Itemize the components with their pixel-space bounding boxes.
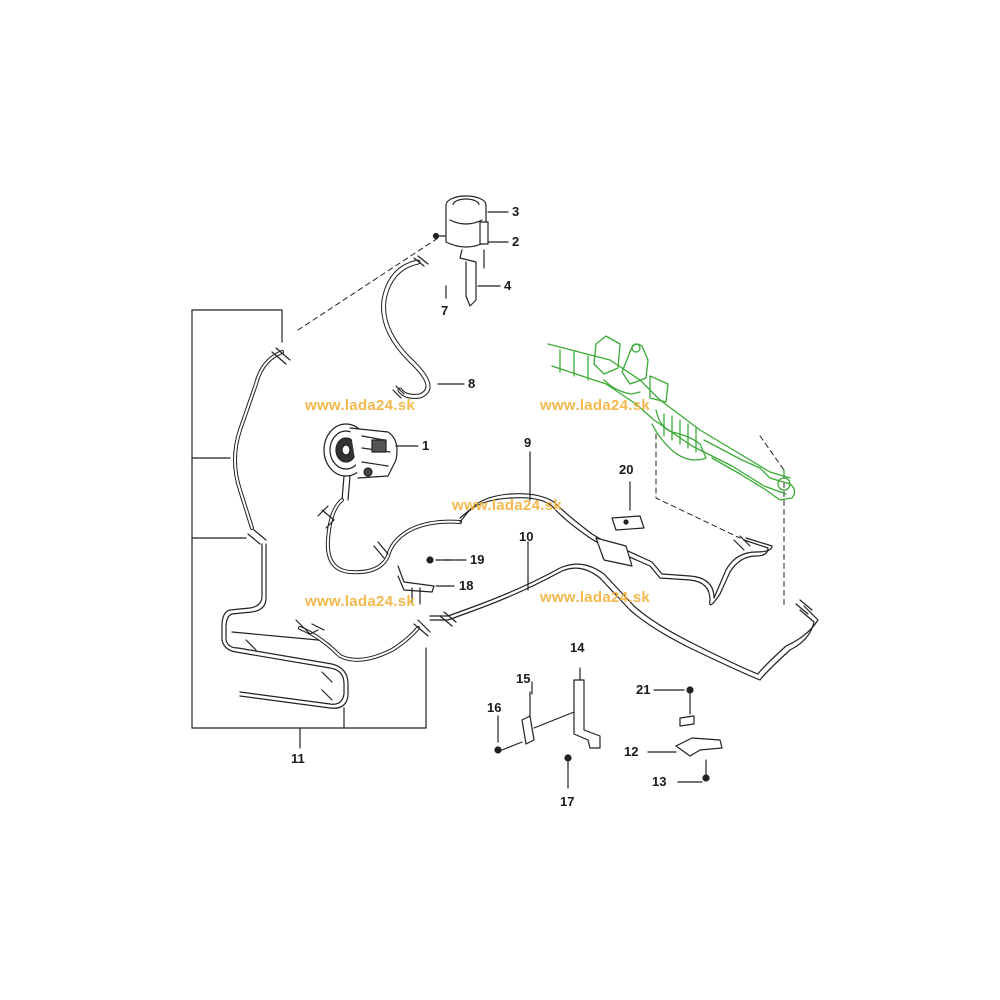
pump: [323, 423, 398, 501]
watermark: www.lada24.sk: [305, 593, 416, 610]
callout-1: 1: [422, 438, 430, 453]
watermark: www.lada24.sk: [305, 397, 416, 414]
callout-21: 21: [636, 682, 651, 697]
callout-8: 8: [468, 376, 476, 391]
callout-3: 3: [512, 204, 520, 219]
callout-12: 12: [624, 744, 639, 759]
callout-4: 4: [504, 278, 512, 293]
return-hoses: [221, 347, 431, 709]
callout-11: 11: [291, 751, 305, 766]
callout-7: 7: [441, 303, 449, 318]
reservoir: [432, 195, 489, 307]
callout-13: 13: [652, 774, 667, 789]
callout-20: 20: [619, 462, 634, 477]
steering-rack: [547, 335, 796, 501]
callout-9: 9: [524, 435, 532, 450]
callout-2: 2: [512, 234, 520, 249]
watermark: www.lada24.sk: [540, 589, 651, 606]
callout-18: 18: [459, 578, 474, 593]
watermark: www.lada24.sk: [452, 497, 563, 514]
callout-16: 16: [487, 700, 502, 715]
callout-17: 17: [560, 794, 575, 809]
callout-15: 15: [516, 671, 531, 686]
watermark: www.lada24.sk: [540, 397, 651, 414]
callout-19: 19: [470, 552, 485, 567]
callout-10: 10: [519, 529, 534, 544]
callout-14: 14: [570, 640, 585, 655]
